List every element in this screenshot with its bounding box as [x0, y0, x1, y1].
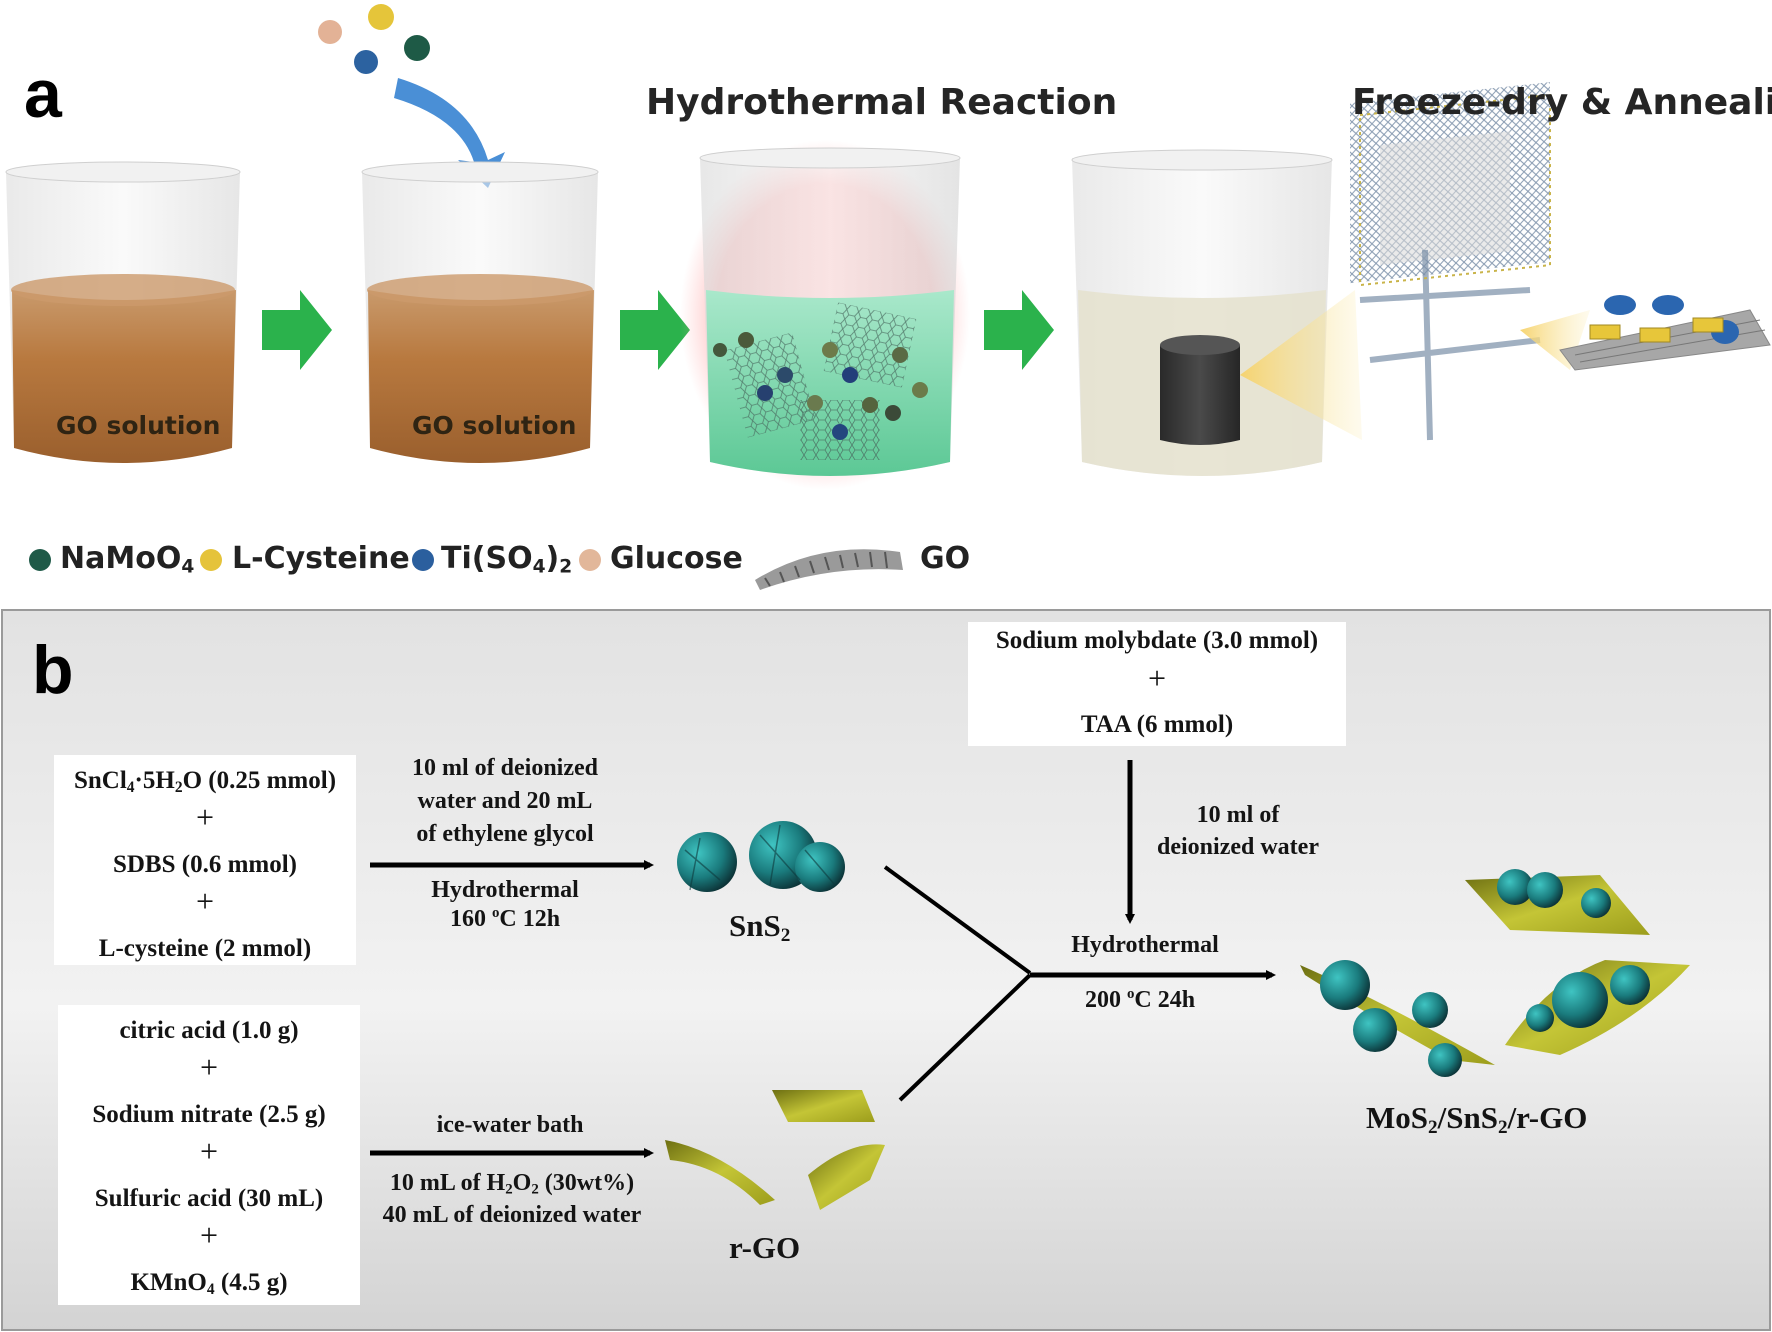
box1-line-sncl4: SnCl4·5H2O (0.25 mmol): [73, 767, 337, 796]
box1-line-sdbs: SDBS (0.6 mmol): [112, 851, 298, 878]
reagent-glucose-dot: [318, 20, 342, 44]
reagent-box-mos2: Sodium molybdate (3.0 mmol) + TAA (6 mmo…: [968, 622, 1346, 746]
legend-ti-icon: [412, 549, 434, 571]
reagent-ti-dot: [354, 50, 378, 74]
jar-2: [361, 161, 599, 463]
reagent-box-sns2: SnCl4·5H2O (0.25 mmol) + SDBS (0.6 mmol)…: [54, 755, 356, 965]
panel-b-letter: b: [32, 632, 74, 708]
jar-2-label: GO solution: [412, 411, 577, 440]
arrow1-temp-time: 160 oC 12h: [449, 905, 561, 932]
sheet-with-particles: [1559, 295, 1771, 371]
green-arrow-1-icon: [262, 290, 332, 370]
arrow2-h2o2: 10 mL of H2O2 (30wt%): [389, 1170, 635, 1198]
zoom-beam: [1240, 290, 1362, 440]
reagent-particles: [713, 332, 928, 440]
reagent-cysteine-dot: [368, 4, 394, 30]
pour-arrow-icon: [394, 78, 505, 188]
arrow2-water: 40 mL of deionized water: [382, 1202, 642, 1228]
box1-plus-2: +: [195, 883, 215, 919]
box2-line-nitrate: Sodium nitrate (2.5 g): [92, 1101, 326, 1128]
merge-line-top: [883, 865, 1032, 975]
reagent-namoo-dot: [404, 35, 430, 61]
box1-plus-1: +: [195, 799, 215, 835]
legend-go-label: GO: [920, 541, 971, 576]
legend-ti-label: Ti(SO4)2: [441, 541, 573, 578]
legend-glucose-label: Glucose: [610, 541, 743, 576]
box3-plus: +: [1147, 660, 1167, 696]
box3-line-taa: TAA (6 mmol): [1080, 711, 1234, 738]
porous-framework: [1350, 82, 1551, 441]
hydrothermal-reaction-title: Hydrothermal Reaction: [646, 82, 1118, 123]
legend-go-sheet-icon: [755, 549, 903, 590]
arrow4-hydrothermal: Hydrothermal: [1071, 932, 1219, 958]
box1-line-cysteine: L-cysteine (2 mmol): [98, 935, 312, 962]
jar-3-hydrothermal: [680, 140, 970, 490]
freeze-dry-annealing-title: Freeze-dry & Annealing: [1352, 82, 1772, 123]
arrow3-condition-2: deionized water: [1157, 834, 1319, 860]
reagent-box-rgo: citric acid (1.0 g) + Sodium nitrate (2.…: [58, 1005, 360, 1305]
arrow1-condition-2: water and 20 mL: [417, 788, 593, 814]
legend-cysteine-icon: [200, 549, 222, 571]
panel-a-letter: a: [24, 56, 62, 132]
arrow1-condition-3: of ethylene glycol: [416, 821, 594, 847]
box2-plus-1: +: [199, 1049, 219, 1085]
legend-namoo-icon: [29, 549, 51, 571]
monolith-top: [1160, 335, 1240, 355]
jar-1: [5, 161, 241, 463]
arrow1-hydrothermal: Hydrothermal: [431, 877, 579, 903]
box2-line-kmno4: KMnO4 (4.5 g): [130, 1269, 288, 1298]
green-arrow-3-icon: [984, 290, 1054, 370]
box2-line-citric: citric acid (1.0 g): [119, 1017, 299, 1044]
green-arrow-2-icon: [620, 290, 690, 370]
arrow4-temp-time: 200 oC 24h: [1084, 986, 1196, 1013]
box2-line-sulfuric: Sulfuric acid (30 mL): [94, 1185, 324, 1212]
merge-line-bottom: [898, 973, 1032, 1102]
arrow3-condition-1: 10 ml of: [1196, 802, 1280, 828]
legend-namoo-label: NaMoO4: [60, 541, 195, 578]
jar-4-monolith: [1071, 149, 1333, 476]
legend-cysteine-label: L-Cysteine: [232, 541, 410, 576]
falling-reagents: [318, 4, 430, 74]
product-sns2-label: SnS2: [729, 908, 791, 946]
legend-glucose-icon: [579, 549, 601, 571]
composite-product: [1300, 869, 1690, 1077]
product-rgo-label: r-GO: [729, 1230, 801, 1265]
box2-plus-3: +: [199, 1217, 219, 1253]
box2-plus-2: +: [199, 1133, 219, 1169]
box3-line-molybdate: Sodium molybdate (3.0 mmol): [995, 627, 1319, 654]
jar-1-label: GO solution: [56, 411, 221, 440]
rgo-sheets: [665, 1090, 885, 1210]
product-composite-label: MoS2/SnS2/r-GO: [1366, 1100, 1588, 1138]
sns2-spheres: [677, 821, 845, 892]
arrow1-condition-1: 10 ml of deionized: [412, 755, 598, 781]
arrow2-condition: ice-water bath: [436, 1112, 584, 1138]
